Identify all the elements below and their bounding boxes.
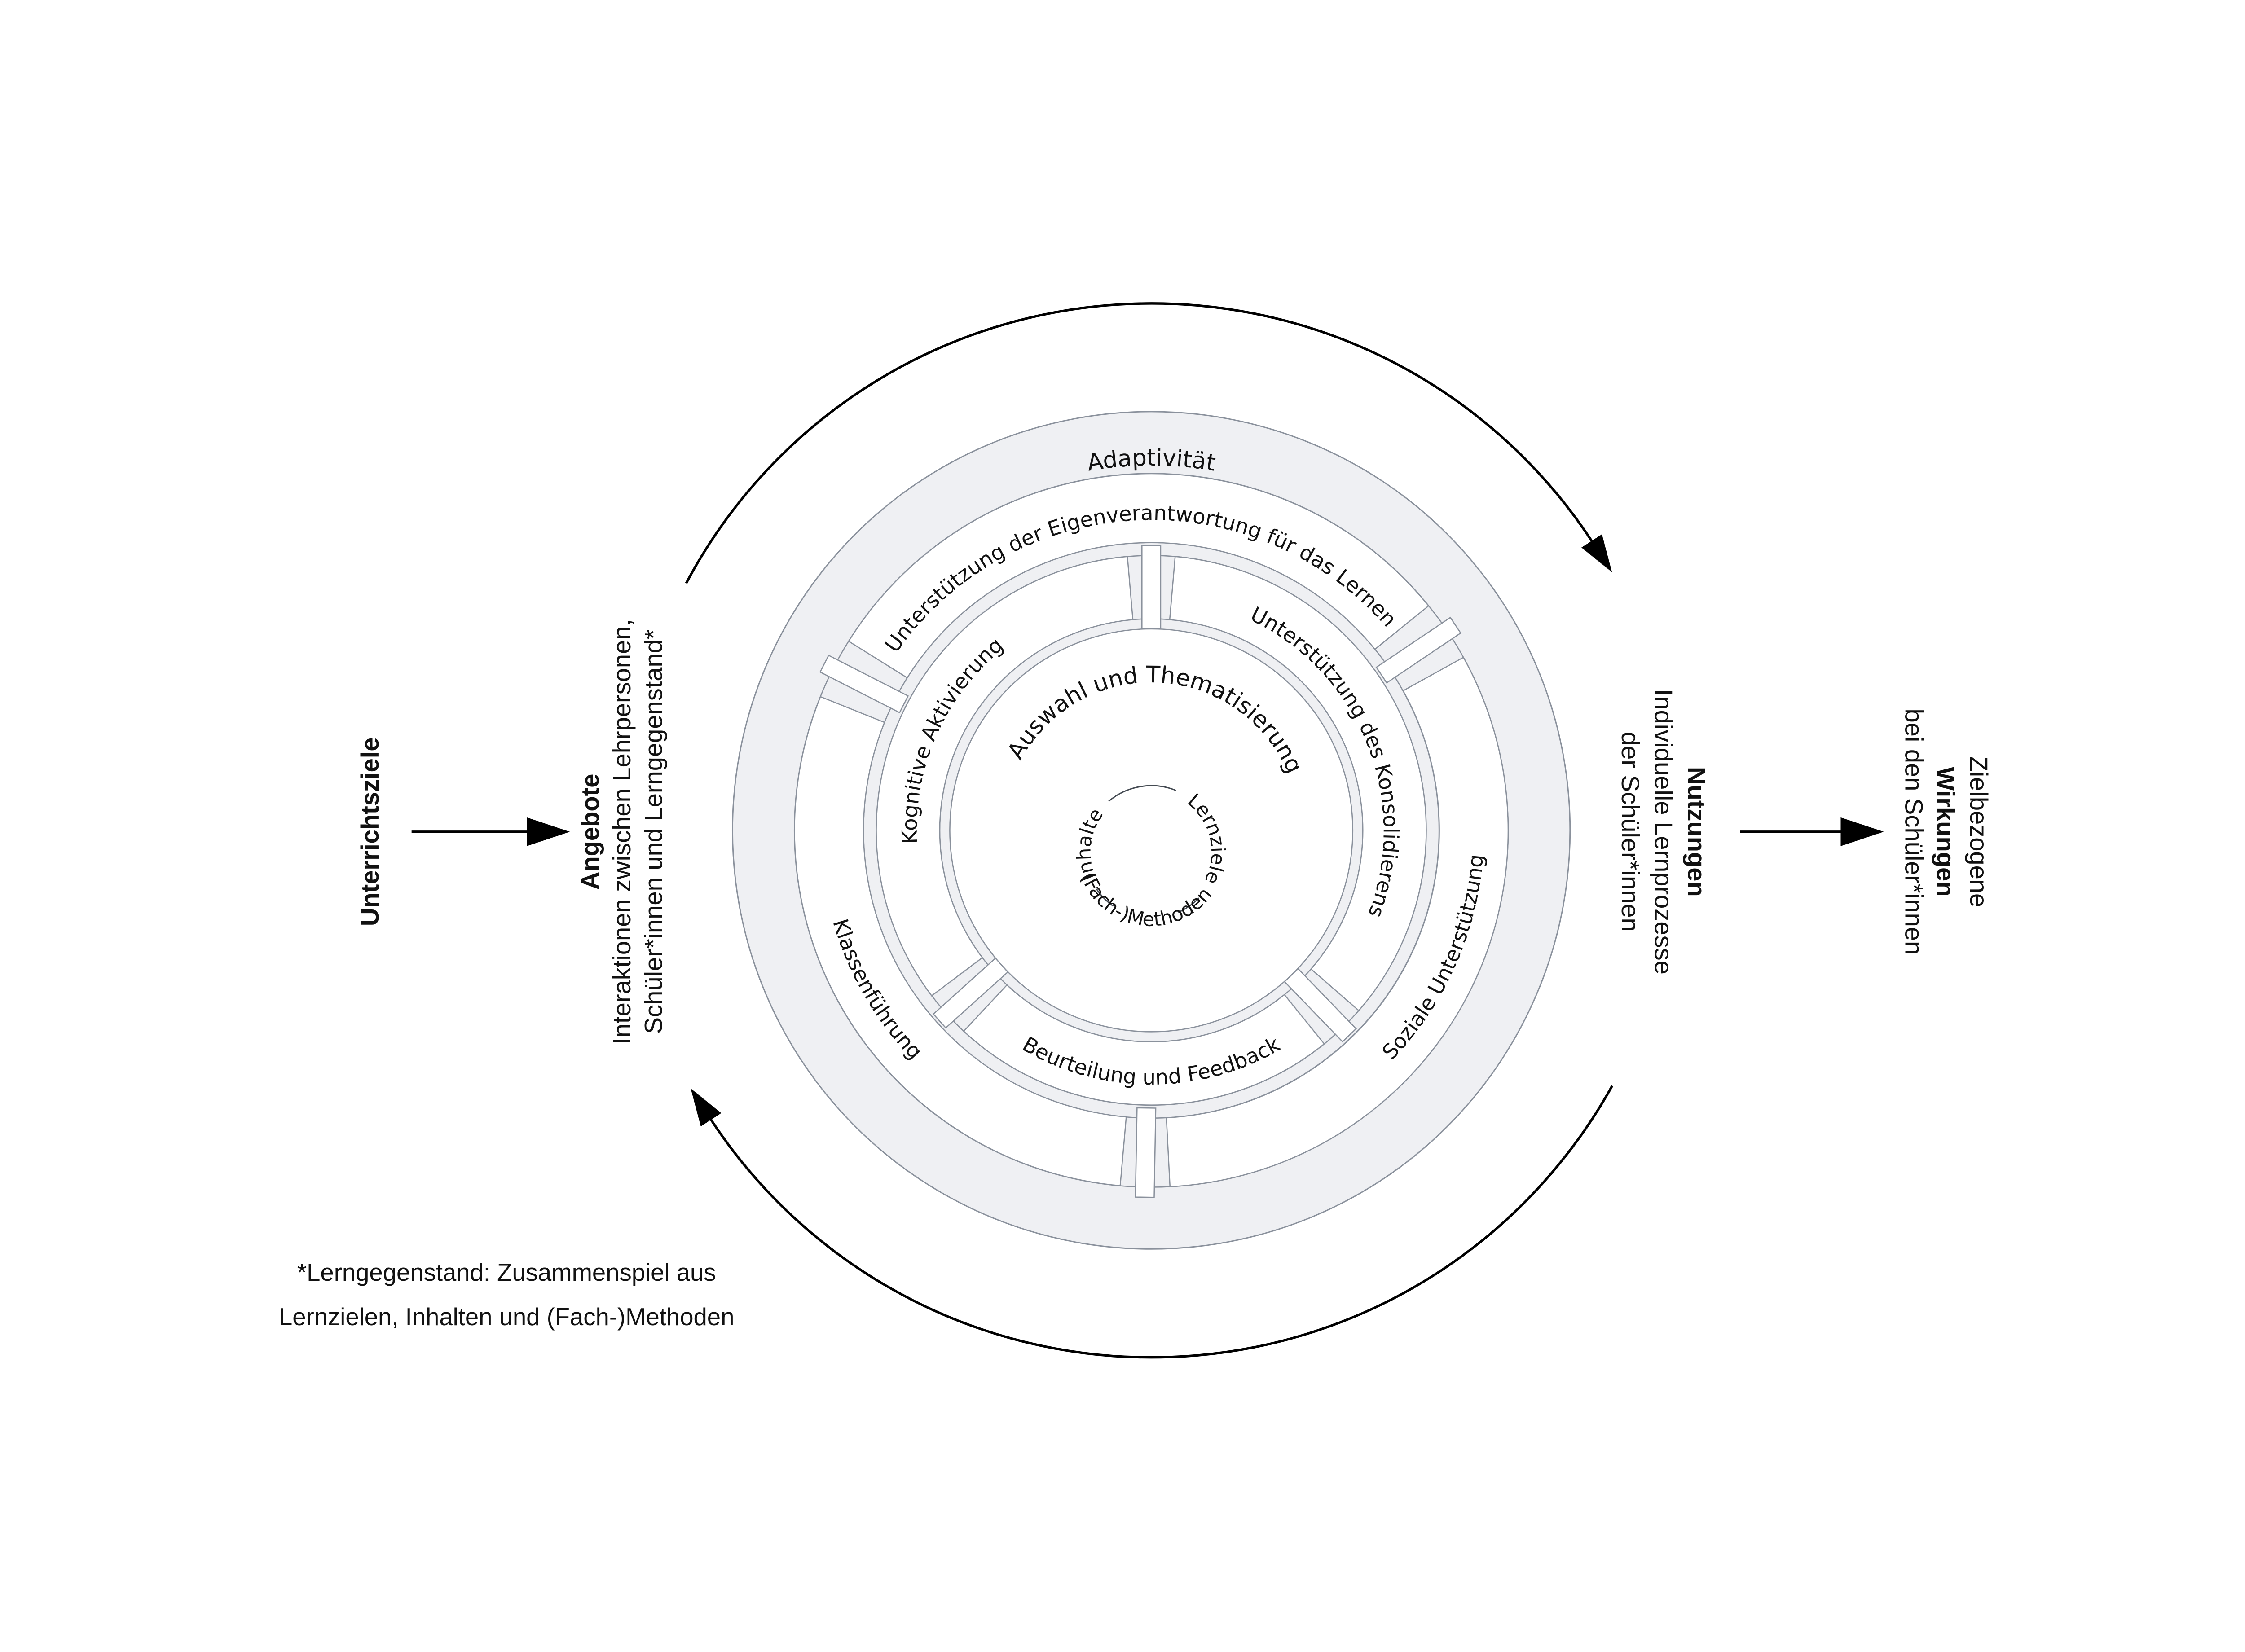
label-unterrichtsziele: Unterrichtsziele xyxy=(356,737,384,926)
left-flow: Unterrichtsziele Angebote Interaktionen … xyxy=(356,619,667,1045)
core-circle-arc-right xyxy=(1178,897,1200,913)
notch-top xyxy=(1141,545,1162,630)
label-angebote: Angebote xyxy=(576,774,604,890)
core-circle-arc-left xyxy=(1096,888,1114,907)
footnote-line2: Lernzielen, Inhalten und (Fach-)Methoden xyxy=(279,1303,734,1331)
segment-kognitive-aktivierung xyxy=(876,556,1134,997)
segment-beurteilung-feedback xyxy=(963,984,1325,1106)
cycle-arrow-bottom xyxy=(691,1085,1614,1359)
segment-eigenverantwortung xyxy=(848,473,1430,679)
cycle-arrows xyxy=(685,302,1614,1359)
core-circle xyxy=(1096,785,1200,913)
notch-upper-right xyxy=(1375,616,1461,684)
white-ring-segments xyxy=(794,473,1509,1198)
label-wirkungen: Wirkungen xyxy=(1932,767,1960,896)
notch-lower-left xyxy=(933,957,1009,1029)
segment-konsolidieren xyxy=(1169,556,1427,1012)
notch-upper-left xyxy=(819,655,909,714)
segment-klassenfuehrung xyxy=(794,696,1127,1186)
right-flow: der Schüler*innen Individuelle Lernproze… xyxy=(1616,689,1993,975)
segment-soziale-unterstuetzung xyxy=(1166,656,1509,1187)
footnote: *Lerngegenstand: Zusammenspiel aus Lernz… xyxy=(279,1259,734,1331)
label-der-schuelerinnen: der Schüler*innen xyxy=(1616,732,1645,932)
cycle-arrow-top xyxy=(685,302,1612,584)
label-nutzungen: Nutzungen xyxy=(1683,767,1711,897)
label-individuelle-lernprozesse: Individuelle Lernprozesse xyxy=(1650,689,1678,975)
inner-circle xyxy=(949,628,1354,1032)
label-bei-den-schuelerinnen: bei den Schüler*innen xyxy=(1900,708,1928,955)
label-zielbezogene: Zielbezogene xyxy=(1965,756,1993,907)
label-schueler-lerngegenstand: Schüler*innen und Lerngegenstand* xyxy=(639,629,667,1034)
footnote-line1: *Lerngegenstand: Zusammenspiel aus xyxy=(297,1259,716,1286)
label-interaktionen: Interaktionen zwischen Lehrpersonen, xyxy=(607,619,636,1045)
label-adaptivitaet: Adaptivität xyxy=(1085,444,1217,477)
notch-lower-right xyxy=(1284,968,1357,1043)
core-circle-arc-top xyxy=(1108,785,1176,802)
notch-bottom xyxy=(1135,1107,1157,1198)
